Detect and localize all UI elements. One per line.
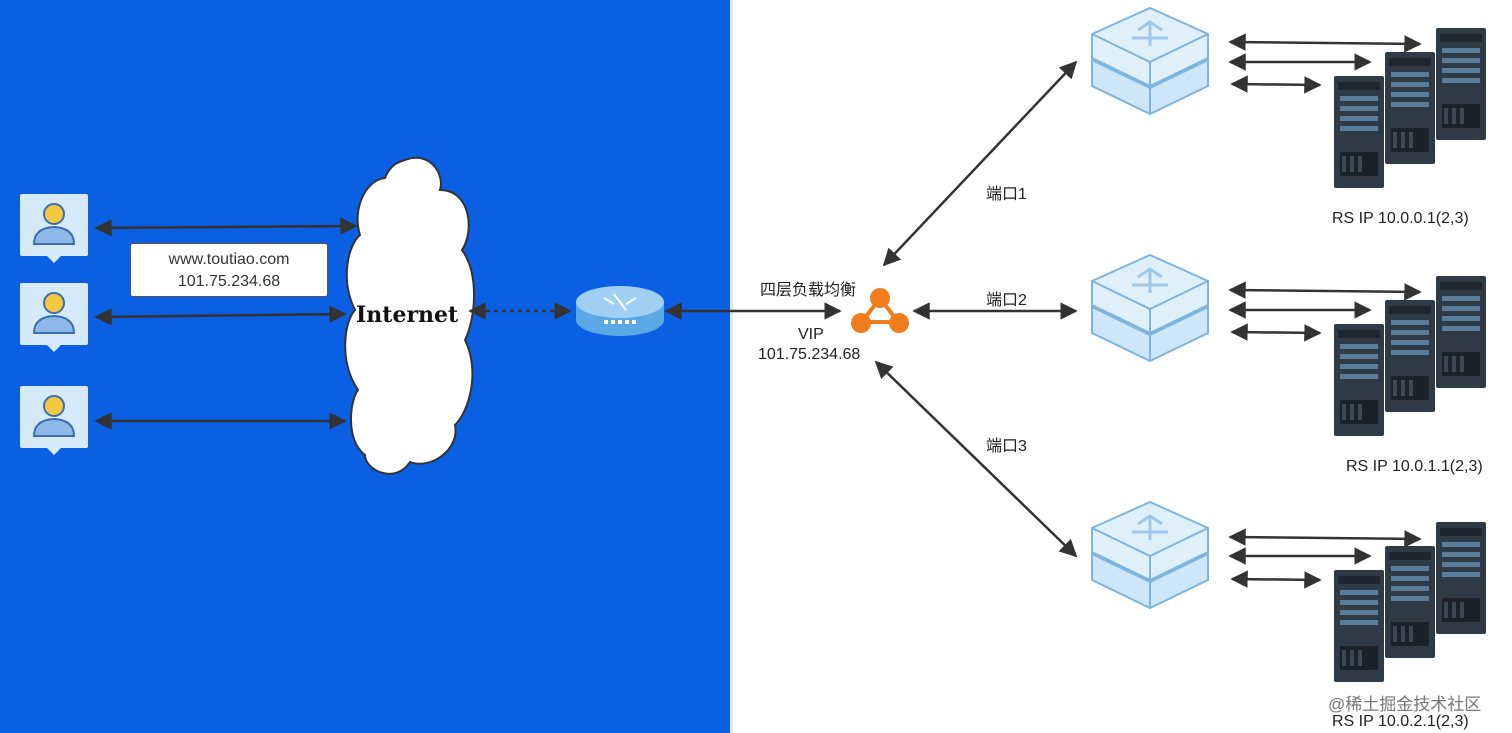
domain-ip: 101.75.234.68	[177, 273, 281, 290]
domain-box: www.toutiao.com 101.75.234.68	[130, 243, 328, 297]
server-group-2	[1228, 276, 1486, 436]
switch-icon	[1090, 500, 1210, 610]
domain-name: www.toutiao.com	[168, 251, 290, 268]
switch-icon	[1090, 253, 1210, 363]
user-icon	[19, 193, 89, 264]
server-icon	[1385, 546, 1435, 658]
port-label-1: 端口1	[986, 186, 1027, 203]
user-icon	[19, 282, 89, 353]
server-icon	[1436, 276, 1486, 388]
user2-internet-arrow	[94, 305, 347, 326]
rs-label-3: RS IP 10.0.2.1(2,3)	[1332, 713, 1469, 730]
router-icon	[576, 286, 664, 336]
server-icon	[1334, 76, 1384, 188]
server-icon	[1385, 52, 1435, 164]
switch-icon	[1090, 6, 1210, 116]
port-label-3: 端口3	[986, 438, 1027, 455]
server-icon	[1385, 300, 1435, 412]
vip-ip: 101.75.234.68	[758, 346, 861, 363]
server-group-1	[1228, 28, 1486, 188]
rs-label-2: RS IP 10.0.1.1(2,3)	[1346, 458, 1483, 475]
vip-label: VIP	[798, 326, 824, 343]
server-icon	[1334, 570, 1384, 682]
lb-title: 四层负载均衡	[760, 282, 857, 299]
rs-label-1: RS IP 10.0.0.1(2,3)	[1332, 210, 1469, 227]
server-icon	[1334, 324, 1384, 436]
port3-link	[874, 360, 1078, 558]
load-balancer-icon	[851, 288, 909, 333]
watermark: @稀土掘金技术社区	[1328, 695, 1482, 714]
user-icon	[19, 385, 89, 456]
internet-cloud-icon	[344, 156, 475, 475]
internet-label: Internet	[356, 302, 459, 328]
port-label-2: 端口2	[986, 292, 1027, 309]
port1-link	[882, 60, 1078, 267]
server-icon	[1436, 28, 1486, 140]
server-icon	[1436, 522, 1486, 634]
server-group-3	[1228, 522, 1486, 682]
user1-internet-arrow	[94, 217, 358, 237]
